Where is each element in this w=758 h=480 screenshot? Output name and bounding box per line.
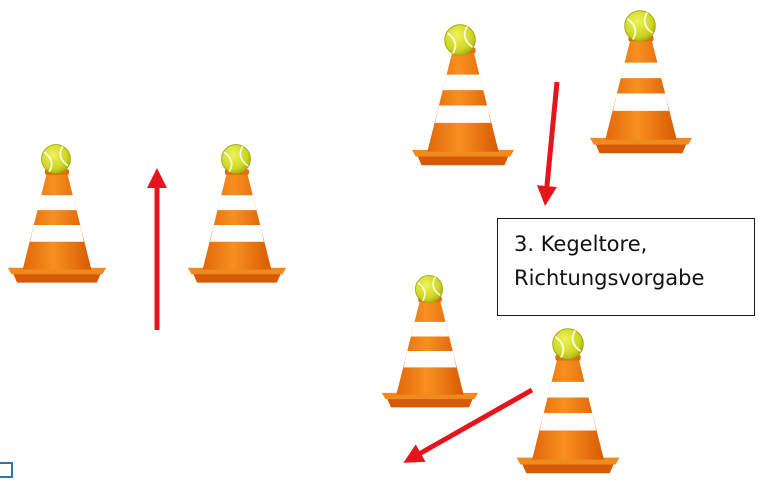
cone-left-1 (7, 143, 107, 283)
tennis-ball-icon (414, 274, 444, 304)
tennis-ball-icon (443, 23, 477, 57)
drill-label-title: 3. Kegeltore, (514, 232, 648, 256)
tennis-ball-icon (623, 9, 657, 43)
cone-left-2 (187, 143, 287, 283)
tennis-ball-icon (220, 143, 252, 175)
tennis-ball-icon (551, 327, 585, 361)
cone-top-right-1 (411, 23, 515, 166)
cone-bottom-right-1 (381, 274, 479, 408)
drill-label-subtitle: Richtungsvorgabe (514, 266, 705, 290)
tennis-ball-icon (40, 143, 72, 175)
corner-frame-mark (0, 462, 13, 478)
cone-top-right-2 (589, 9, 693, 154)
direction-arrow-down (537, 81, 560, 206)
cone-bottom-right-2 (516, 327, 620, 474)
drill-label-box: 3. Kegeltore, Richtungsvorgabe (497, 218, 755, 316)
direction-arrow-down-left (403, 387, 534, 463)
